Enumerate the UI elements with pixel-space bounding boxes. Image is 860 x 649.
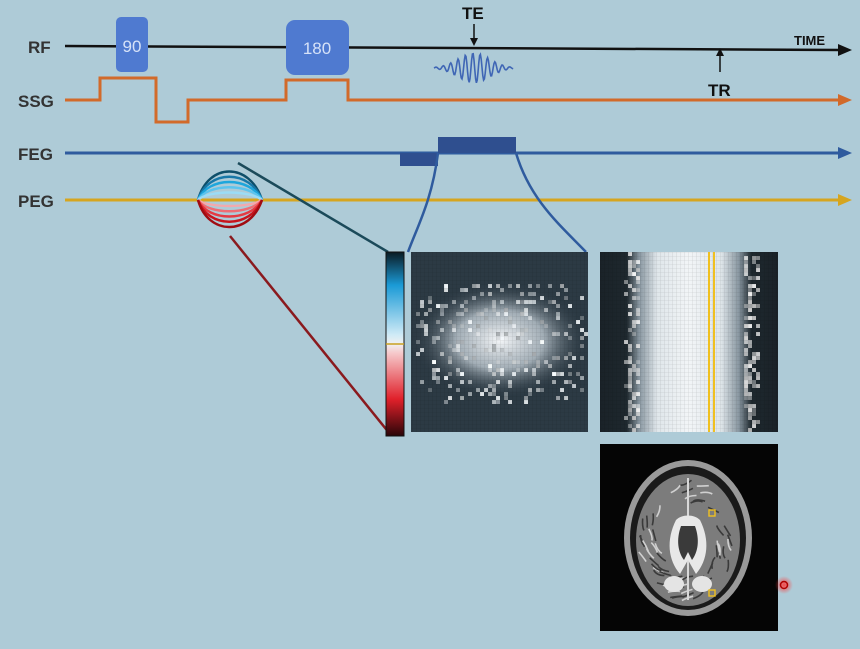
te-arrow [470,24,478,46]
feg-readout-lobe [438,137,516,153]
rf-arrowhead-icon [838,44,852,56]
feg-label: FEG [18,145,53,164]
roi-marker-bottom [708,589,716,597]
te-arrowhead-icon [470,38,478,46]
peg-waveform [65,170,852,228]
connector-readout-left [406,152,440,253]
phase-encoding-lobes [196,170,264,228]
echo-signal [433,52,514,84]
feg-arrowhead-icon [838,147,852,159]
tr-arrow [716,48,724,72]
rf-label: RF [28,38,51,57]
feg-dephase-lobe [400,153,438,166]
connector-positive [237,161,389,254]
rf-timeline [64,44,852,56]
red-dot-icon [775,576,793,594]
peg-arrowhead-icon [838,194,852,206]
pulse-180-label: 180 [303,39,331,58]
roi-marker-top [708,509,716,517]
peg-label: PEG [18,192,54,211]
te-label: TE [462,4,484,23]
connector-readout-right [514,152,587,253]
projection-panel [600,252,778,432]
ssg-arrowhead-icon [838,94,852,106]
ssg-waveform [65,76,852,124]
tr-arrowhead-icon [716,48,724,56]
kspace-panel [411,252,588,432]
connector-negative [229,235,391,435]
tr-label: TR [708,81,731,100]
ssg-label: SSG [18,92,54,111]
pulse-180: 180 [286,20,349,75]
time-label: TIME [794,33,825,48]
phase-scale-bar [385,251,405,437]
pulse-90: 90 [116,17,148,72]
brain-mri-image [600,444,778,631]
feg-waveform [65,137,852,166]
pulse-90-label: 90 [123,37,142,56]
